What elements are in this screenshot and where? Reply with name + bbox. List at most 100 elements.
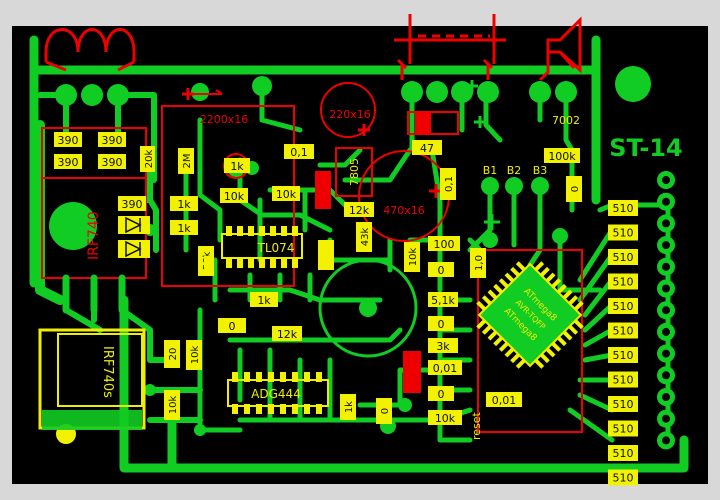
svg-text:510: 510	[613, 325, 634, 338]
r-10k-f: 10k	[164, 390, 180, 420]
r-390-e: 390	[118, 196, 146, 211]
svg-text:510: 510	[613, 276, 634, 289]
r-10k-b: 10k	[272, 186, 300, 201]
svg-text:510: 510	[613, 227, 634, 240]
polarity-marks	[466, 80, 500, 230]
svg-text:3k: 3k	[436, 340, 450, 353]
led-resistor-1: 510	[608, 200, 638, 216]
r-1-0: 1,0	[470, 248, 486, 278]
label-b1: B1	[483, 164, 498, 177]
d-small	[204, 256, 214, 270]
led-resistor-10: 510	[608, 420, 638, 437]
svg-text:10k: 10k	[435, 412, 456, 425]
r-10k-e: 10k	[186, 340, 202, 370]
r-1k-c: 1k	[170, 220, 198, 235]
led-connector-pads	[657, 171, 675, 450]
svg-text:510: 510	[613, 300, 634, 313]
r-390-c: 390	[54, 154, 82, 169]
svg-text:10k: 10k	[168, 396, 179, 415]
svg-text:0,01: 0,01	[492, 394, 517, 407]
label-b3: B3	[533, 164, 548, 177]
mux-ic-body	[227, 379, 329, 407]
r-10k-c: 10k	[404, 242, 420, 272]
svg-text:5,1k: 5,1k	[431, 294, 455, 307]
mcu-chip: ATmega8 AVR-TQFP ATmega8	[476, 261, 584, 369]
r-0-c: 0	[428, 316, 454, 331]
opamp-pins	[226, 226, 298, 268]
label-7002: 7002	[552, 114, 580, 127]
r-0-f: 0	[376, 398, 392, 424]
smd-parts: 390 390 390 390 390 20k 2M 1k 10k 10k 1k…	[54, 132, 582, 425]
r-10k-g	[318, 240, 334, 270]
cap-220-outline	[320, 82, 376, 138]
r-0-a: 0	[566, 176, 582, 202]
svg-text:47: 47	[420, 142, 434, 155]
r-100k: 100k	[544, 148, 580, 163]
r-20k: 20k	[140, 146, 155, 172]
labels: ST-14 IRF740 IRF740s 2200x16 220x16 470x…	[86, 108, 683, 440]
r-390-a: 390	[54, 132, 82, 147]
svg-text:100: 100	[434, 238, 455, 251]
svg-text:10k: 10k	[190, 346, 201, 365]
c-0-01-b: 0,01	[486, 392, 522, 407]
led-resistor-6: 510	[608, 322, 638, 339]
board-label: ST-14	[609, 134, 683, 162]
svg-text:10k: 10k	[224, 190, 245, 203]
r-390-d: 390	[98, 154, 126, 169]
svg-text:12k: 12k	[277, 328, 298, 341]
r-47: 47	[412, 140, 442, 155]
led-resistor-5: 510	[608, 298, 638, 314]
svg-text:20k: 20k	[144, 150, 155, 169]
r-1k-d: 1k	[250, 292, 278, 307]
led-resistor-8: 510	[608, 371, 638, 388]
svg-text:510: 510	[613, 374, 634, 387]
svg-text:390: 390	[122, 198, 143, 211]
r-20: 20	[164, 340, 180, 368]
c-0-1-b: 0,1	[440, 168, 456, 200]
led-resistor-9: 510	[608, 396, 638, 412]
diode-pair	[118, 216, 150, 258]
led-resistor-7: 510	[608, 347, 638, 363]
svg-text:510: 510	[613, 398, 634, 411]
svg-text:0: 0	[438, 264, 445, 277]
r-0-d: 0	[428, 386, 454, 401]
svg-text:0: 0	[438, 388, 445, 401]
led-resistor-2: 510	[608, 224, 638, 241]
svg-text:1k: 1k	[230, 160, 244, 173]
svg-text:510: 510	[613, 423, 634, 436]
r-43k: 43k	[356, 222, 372, 252]
battery-icon	[394, 14, 506, 80]
svg-text:10k: 10k	[408, 248, 419, 267]
svg-text:510: 510	[613, 202, 634, 215]
svg-text:20: 20	[168, 348, 179, 361]
svg-text:2M: 2M	[182, 154, 193, 169]
svg-text:100k: 100k	[548, 150, 576, 163]
svg-text:0,01: 0,01	[433, 362, 458, 375]
r-1k-e: 1k	[340, 394, 356, 420]
r-10k-a: 10k	[220, 188, 248, 203]
svg-text:1k: 1k	[257, 294, 271, 307]
svg-text:390: 390	[102, 156, 123, 169]
r-1k-a: 1k	[224, 158, 250, 173]
svg-text:510: 510	[613, 472, 634, 485]
svg-text:1,0: 1,0	[474, 255, 485, 271]
copper-layer	[29, 35, 689, 473]
polarity-marks-red	[182, 88, 443, 198]
r-0-b: 0	[428, 262, 454, 277]
label-cap-220: 220x16	[329, 108, 371, 121]
r-1k-b: 1k	[170, 196, 198, 211]
c-0-01-a: 0,01	[428, 360, 462, 375]
r-100: 100	[428, 236, 460, 251]
svg-text:12k: 12k	[349, 204, 370, 217]
mcu-pins	[476, 261, 584, 369]
svg-text:510: 510	[613, 251, 634, 264]
inductor-coil-icon	[44, 28, 136, 72]
pour-left	[35, 120, 65, 305]
svg-text:10k: 10k	[276, 188, 297, 201]
svg-text:0: 0	[229, 320, 236, 333]
svg-text:510: 510	[613, 349, 634, 362]
r-12k-b: 12k	[272, 326, 302, 341]
svg-text:0: 0	[380, 408, 391, 414]
